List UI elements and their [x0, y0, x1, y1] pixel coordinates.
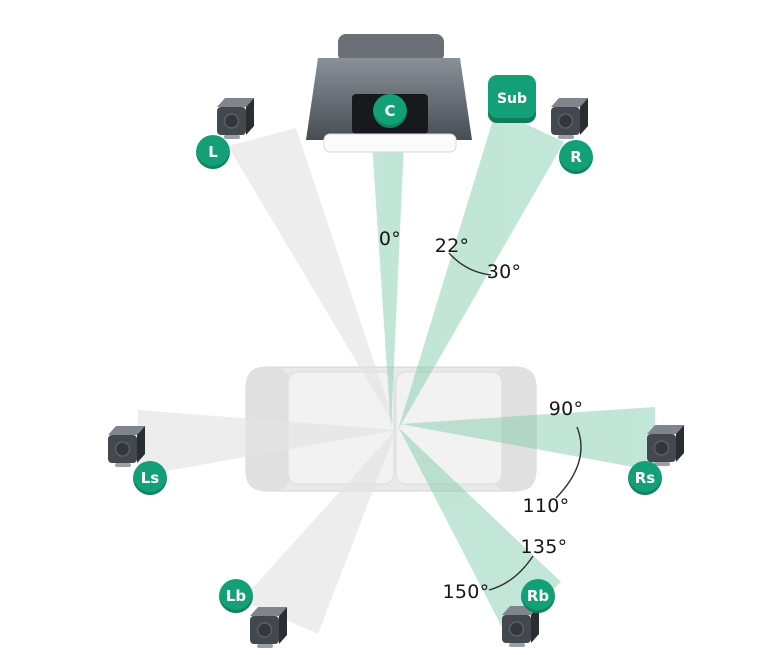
angle-label-22: 22°	[434, 235, 470, 257]
center-beam	[372, 143, 404, 430]
center-speaker-label: C	[373, 94, 407, 128]
back-left-beam	[242, 428, 397, 634]
side-right-beam	[400, 407, 655, 471]
side-left-beam	[138, 410, 398, 476]
front-right-speaker-icon	[550, 97, 589, 140]
arc-22-30	[448, 252, 492, 276]
sofa	[245, 366, 537, 492]
angle-label-110: 110°	[522, 495, 570, 517]
angle-label-90: 90°	[548, 398, 584, 420]
back-left-speaker-label: Lb	[219, 579, 253, 613]
front-right-speaker-label: R	[559, 140, 593, 174]
angle-label-30: 30°	[486, 261, 522, 283]
front-left-beam	[228, 128, 396, 428]
angle-arcs	[448, 252, 582, 591]
tv-base	[323, 133, 457, 153]
angle-label-150: 150°	[442, 581, 490, 603]
arc-90-110	[555, 426, 582, 499]
subwoofer-label: Sub	[488, 75, 536, 123]
arc-135-150	[488, 555, 534, 591]
side-right-speaker-label: Rs	[628, 461, 662, 495]
gray-beams	[138, 128, 398, 634]
back-left-speaker-icon	[249, 606, 288, 649]
side-right-speaker-icon	[646, 424, 685, 467]
front-right-beam	[398, 110, 564, 430]
green-beams	[372, 110, 655, 635]
back-right-speaker-label: Rb	[521, 579, 555, 613]
angle-label-0: 0°	[378, 228, 402, 250]
angle-label-135: 135°	[520, 536, 568, 558]
tv	[306, 34, 472, 153]
side-left-speaker-label: Ls	[133, 461, 167, 495]
front-left-speaker-label: L	[196, 135, 230, 169]
back-right-beam	[399, 428, 561, 635]
sofa-right-arm	[492, 367, 536, 491]
tv-top	[338, 34, 444, 62]
front-left-speaker-icon	[216, 97, 255, 140]
